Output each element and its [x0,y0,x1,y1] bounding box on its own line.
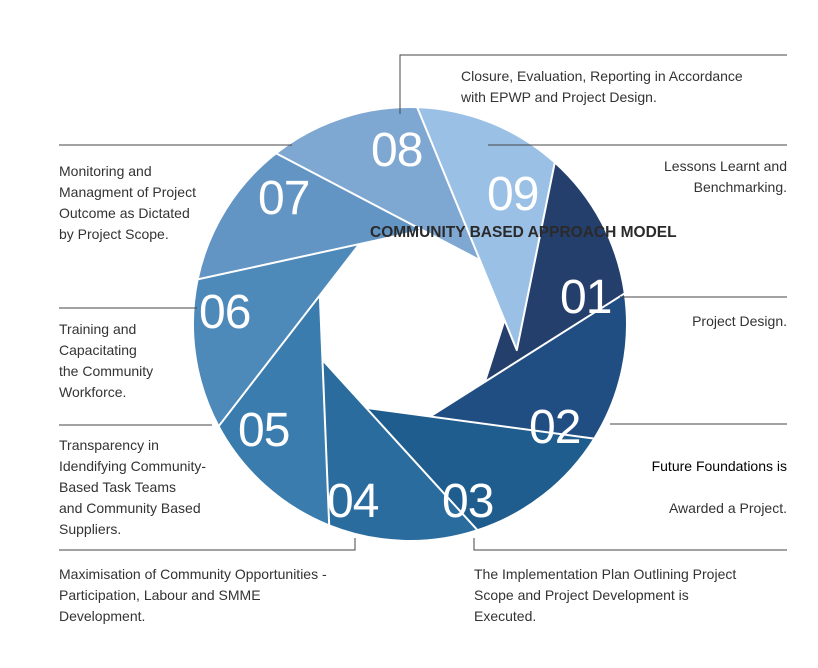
step-label-08: Closure, Evaluation, Reporting in Accord… [461,68,743,105]
aperture-segments [191,106,628,542]
step-number-09: 09 [487,168,538,221]
step-number-07: 07 [258,172,309,225]
step-label-06: Training and Capacitating the Community … [59,321,154,400]
step-number-08: 08 [371,124,422,177]
step-number-03: 03 [442,475,493,528]
diagram-title: COMMUNITY BASED APPROACH MODEL [370,224,677,241]
step-number-06: 06 [199,286,250,339]
connector-line-03 [473,538,787,551]
step-label-03: The Implementation Plan Outlining Projec… [474,566,737,624]
step-label-07: Monitoring and Managment of Project Outc… [59,163,196,242]
step-numbers: 01 02 03 04 05 06 07 08 09 [199,124,612,528]
segment-09 [416,106,556,352]
step-number-04: 04 [327,475,379,528]
step-label-05: Transparency in Idendifying Community- B… [59,437,207,537]
step-label-02-line1: Future Foundations is [651,458,787,474]
connector-line-08 [399,54,787,114]
step-label-02-line2: Awarded a Project. [668,500,787,516]
connector-lines [59,54,787,551]
step-label-09: Lessons Learnt and Benchmarking. [664,158,787,195]
step-number-02: 02 [529,401,580,454]
step-label-04: Maximisation of Community Opportunities … [59,566,327,624]
step-number-01: 01 [560,271,611,324]
step-label-01: Project Design. [692,313,787,329]
step-number-05: 05 [238,404,289,457]
step-label-02: Future Foundations is Awarded a Project. [652,435,787,540]
connector-line-04 [59,538,356,551]
